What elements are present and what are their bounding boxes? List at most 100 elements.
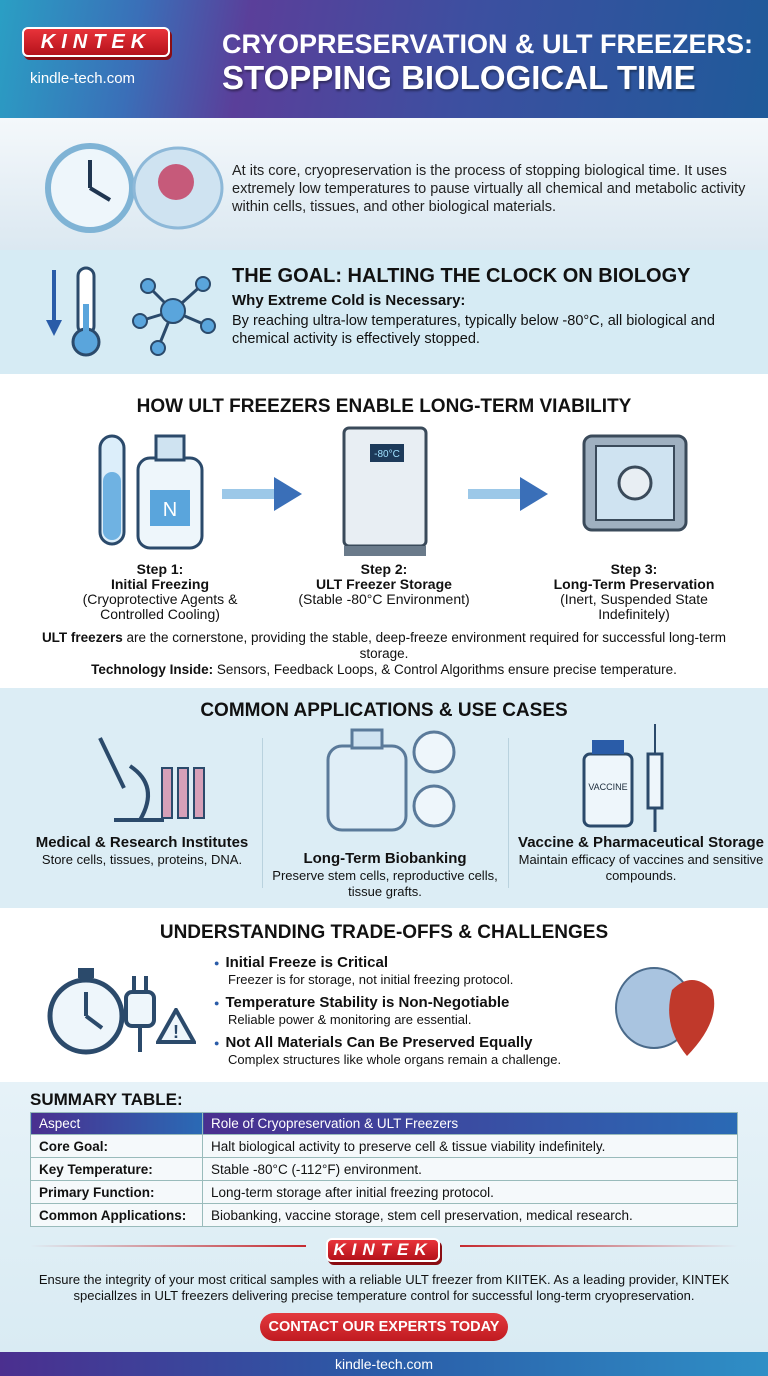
table-row: Key Temperature:Stable -80°C (-112°F) en… [30, 1157, 738, 1181]
power-plug-icon [124, 976, 156, 1052]
footer-site-link[interactable]: kindle-tech.com [0, 1352, 768, 1376]
app-name: Vaccine & Pharmaceutical Storage [518, 834, 764, 851]
step-detail: (Cryoprotective Agents & Controlled Cool… [82, 591, 238, 622]
arrow-right-icon [222, 477, 302, 511]
table-cell: Biobanking, vaccine storage, stem cell p… [202, 1203, 738, 1227]
tradeoffs-section: UNDERSTANDING TRADE-OFFS & CHALLENGES ! … [0, 908, 768, 1082]
intro-text: At its core, cryopreservation is the pro… [232, 163, 746, 215]
challenge-title: Temperature Stability is Non-Negotiable [214, 994, 509, 1012]
step-label: Step 3: [610, 561, 658, 577]
header-site-link[interactable]: kindle-tech.com [30, 70, 136, 87]
app-detail: Maintain efficacy of vaccines and sensit… [518, 852, 764, 883]
challenge-title: Initial Freeze is Critical [214, 954, 513, 972]
apps-title: COMMON APPLICATIONS & USE CASES [200, 700, 568, 721]
step-2: Step 2:ULT Freezer Storage(Stable -80°C … [274, 562, 494, 607]
goal-section: THE GOAL: HALTING THE CLOCK ON BIOLOGY W… [0, 250, 768, 374]
challenge-detail: Freezer is for storage, not initial free… [228, 971, 514, 987]
column-header: Role of Cryopreservation & ULT Freezers [202, 1112, 738, 1135]
cta-text: Ensure the integrity of your most critic… [38, 1272, 730, 1303]
desc-text: are the cornerstone, providing the stabl… [122, 630, 727, 661]
divider [460, 1245, 738, 1247]
frozen-cell-icon [132, 146, 224, 230]
table-cell: Stable -80°C (-112°F) environment. [202, 1157, 738, 1181]
goal-text: By reaching ultra-low temperatures, typi… [232, 313, 715, 347]
trade-title: UNDERSTANDING TRADE-OFFS & CHALLENGES [159, 922, 609, 943]
title-line-2: STOPPING BIOLOGICAL TIME [222, 58, 696, 96]
table-row: Core Goal:Halt biological activity to pr… [30, 1134, 738, 1158]
app-detail: Preserve stem cells, reproductive cells,… [272, 868, 498, 899]
tech-text: Sensors, Feedback Loops, & Control Algor… [213, 662, 677, 677]
table-cell: Halt biological activity to preserve cel… [202, 1134, 738, 1158]
desc-bold: ULT freezers [41, 630, 123, 645]
vial-label: VACCINE [588, 782, 627, 792]
challenge-detail: Reliable power & monitoring are essentia… [228, 1011, 472, 1027]
kintek-logo[interactable]: KINTEK [22, 27, 170, 57]
how-section: HOW ULT FREEZERS ENABLE LONG-TERM VIABIL… [0, 374, 768, 688]
table-cell: Core Goal: [30, 1134, 203, 1158]
ult-freezer-icon: -80°C [342, 426, 428, 556]
divider [262, 738, 263, 888]
table-cell: Primary Function: [30, 1180, 203, 1204]
frozen-clock-icon [45, 143, 135, 233]
freezer-display: -80°C [374, 449, 400, 460]
table-cell: Key Temperature: [30, 1157, 203, 1181]
divider [508, 738, 509, 888]
kintek-logo: KINTEK [326, 1238, 440, 1262]
step-detail: (Inert, Suspended State Indefinitely) [560, 591, 708, 622]
arrow-right-icon [468, 477, 548, 511]
summary-title: SUMMARY TABLE: [30, 1090, 183, 1109]
challenge-item: Not All Materials Can Be Preserved Equal… [214, 1034, 562, 1067]
step-name: Initial Freezing [110, 576, 209, 592]
molecule-icon [132, 276, 216, 356]
app-name: Medical & Research Institutes [35, 834, 249, 851]
brain-heart-icon [615, 967, 715, 1056]
challenge-detail: Complex structures like whole organs rem… [228, 1051, 562, 1067]
column-header: Aspect [30, 1112, 203, 1135]
warning-icon: ! [156, 1008, 196, 1044]
title-line-1: CRYOPRESERVATION & ULT FREEZERS: [222, 29, 754, 59]
step-1: Step 1:Initial Freezing(Cryoprotective A… [50, 562, 270, 622]
intro-section: At its core, cryopreservation is the pro… [0, 118, 768, 250]
page-title: CRYOPRESERVATION & ULT FREEZERS: STOPPIN… [222, 29, 754, 96]
table-row: Primary Function:Long-term storage after… [30, 1180, 738, 1204]
svg-text:!: ! [173, 1022, 179, 1042]
step-name: Long-Term Preservation [553, 576, 715, 592]
bottle-label: N [163, 499, 177, 521]
table-cell: Long-term storage after initial freezing… [202, 1180, 738, 1204]
goal-title: THE GOAL: HALTING THE CLOCK ON BIOLOGY [232, 265, 691, 287]
goal-subtitle: Why Extreme Cold is Necessary: [232, 292, 466, 309]
frozen-safe-icon [582, 434, 688, 532]
how-title: HOW ULT FREEZERS ENABLE LONG-TERM VIABIL… [136, 396, 632, 417]
divider [30, 1245, 306, 1247]
stopwatch-icon [47, 968, 125, 1055]
biobank-container-icon [326, 728, 456, 832]
app-detail: Store cells, tissues, proteins, DNA. [41, 852, 243, 867]
table-cell: Common Applications: [30, 1203, 203, 1227]
microscope-icon [98, 737, 205, 822]
step-label: Step 1: [136, 561, 184, 577]
arrow-down-icon [46, 270, 62, 336]
step-detail: (Stable -80°C Environment) [298, 591, 470, 607]
header: KINTEK kindle-tech.com CRYOPRESERVATION … [0, 0, 768, 118]
thermometer-icon [71, 266, 101, 357]
step-3: Step 3:Long-Term Preservation(Inert, Sus… [524, 562, 744, 622]
applications-section: COMMON APPLICATIONS & USE CASES VACCINE … [0, 688, 768, 908]
test-tube-icon [98, 434, 126, 546]
challenge-item: Temperature Stability is Non-NegotiableR… [214, 994, 509, 1027]
vaccine-syringe-icon: VACCINE [582, 724, 664, 832]
challenge-title: Not All Materials Can Be Preserved Equal… [214, 1034, 561, 1052]
contact-experts-button[interactable]: CONTACT OUR EXPERTS TODAY [260, 1313, 508, 1341]
app-name: Long-Term Biobanking [303, 850, 467, 867]
how-description: ULT freezers are the cornerstone, provid… [40, 630, 728, 678]
tech-bold: Technology Inside: [91, 662, 214, 677]
step-label: Step 2: [360, 561, 408, 577]
nitrogen-bottle-icon: N [136, 434, 204, 550]
step-name: ULT Freezer Storage [316, 576, 452, 592]
